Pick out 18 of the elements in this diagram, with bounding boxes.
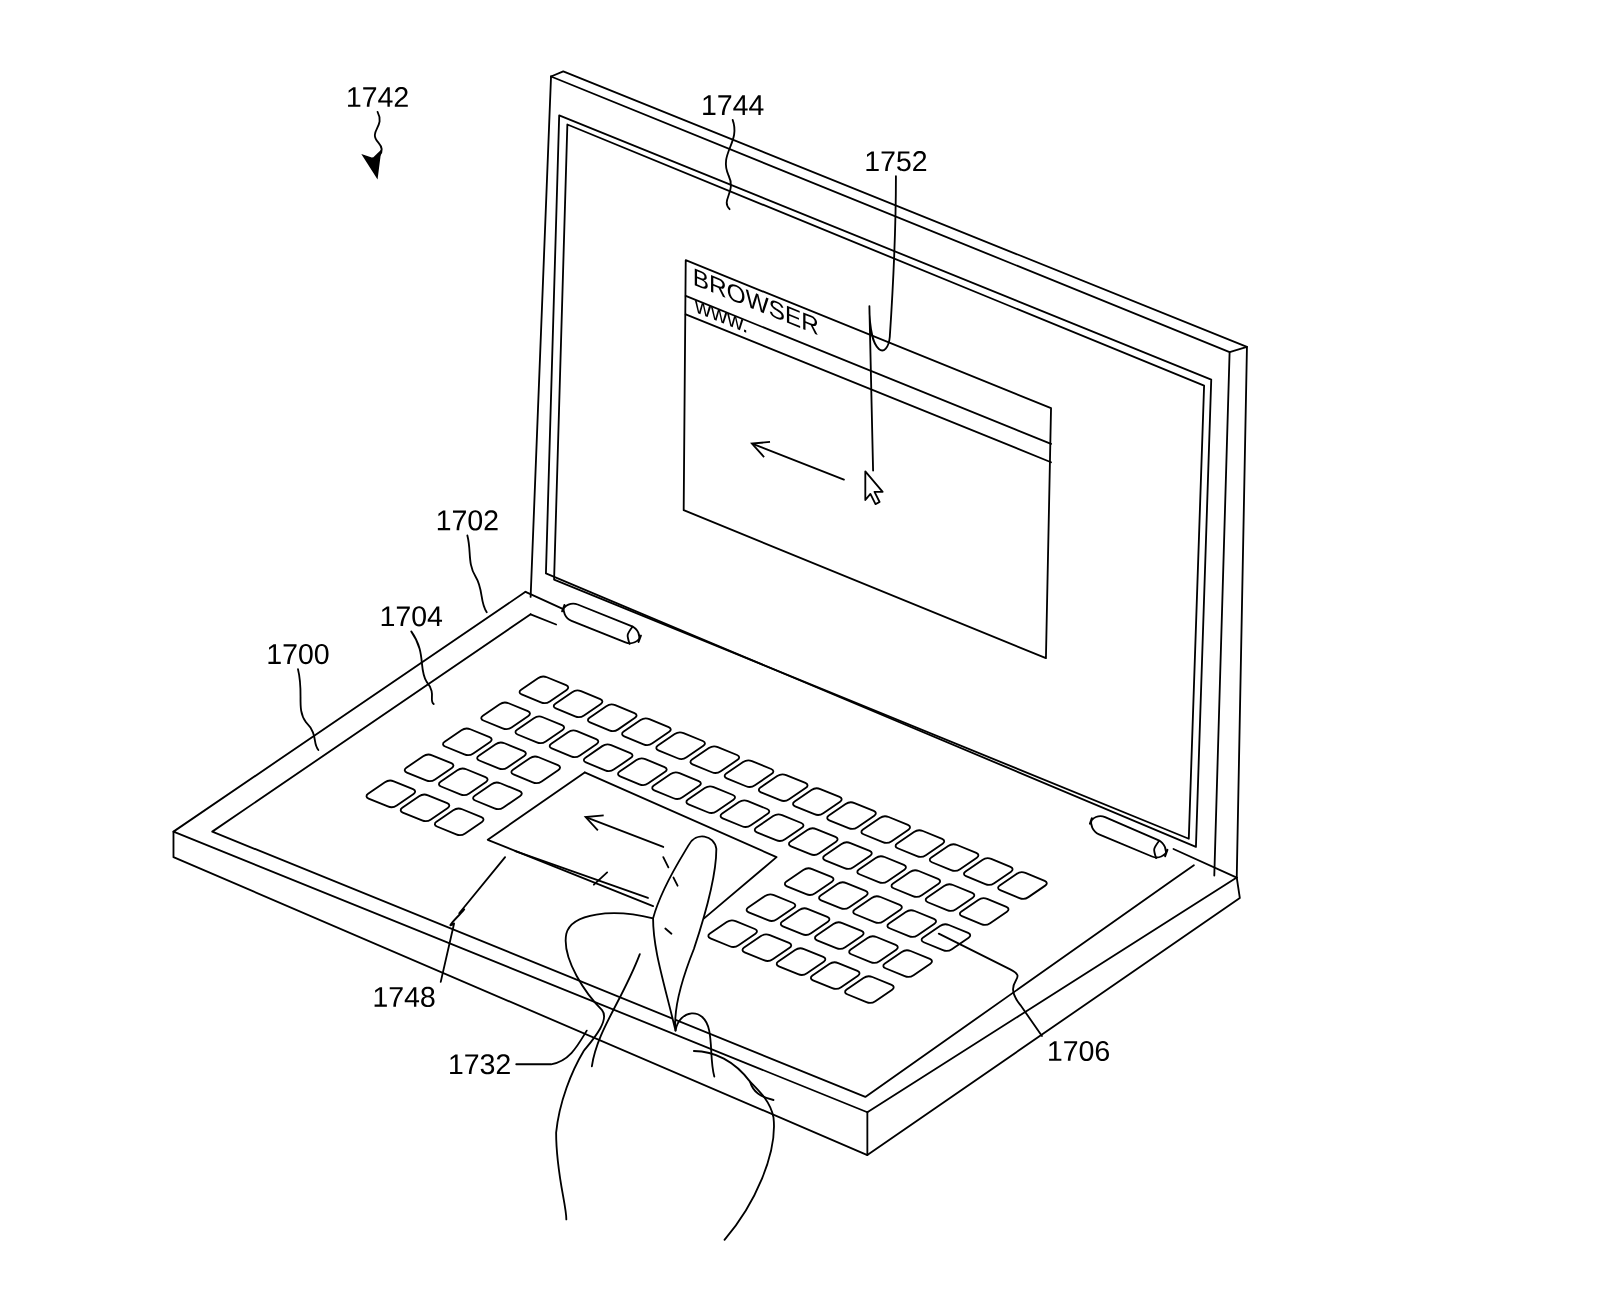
callout-number: 1742 <box>348 86 408 107</box>
leader-line <box>937 932 1043 1037</box>
callout-number: 1752 <box>866 151 927 172</box>
leader-line <box>410 630 435 705</box>
callout-number: 1732 <box>450 1054 510 1075</box>
cursor-icon <box>864 470 884 505</box>
callout-number: 1704 <box>381 606 443 627</box>
leader-line <box>515 1029 588 1066</box>
callout-number: 1748 <box>374 986 435 1007</box>
leader-line <box>297 668 320 751</box>
callout-number: 1744 <box>703 95 764 115</box>
leader-line <box>868 175 897 472</box>
callout-number: 1706 <box>1049 1040 1109 1061</box>
leader-line <box>466 534 488 614</box>
callout-number: 1700 <box>268 643 329 665</box>
callout-number: 1702 <box>437 510 498 531</box>
leader-line <box>439 856 507 983</box>
leader-line <box>725 118 736 210</box>
